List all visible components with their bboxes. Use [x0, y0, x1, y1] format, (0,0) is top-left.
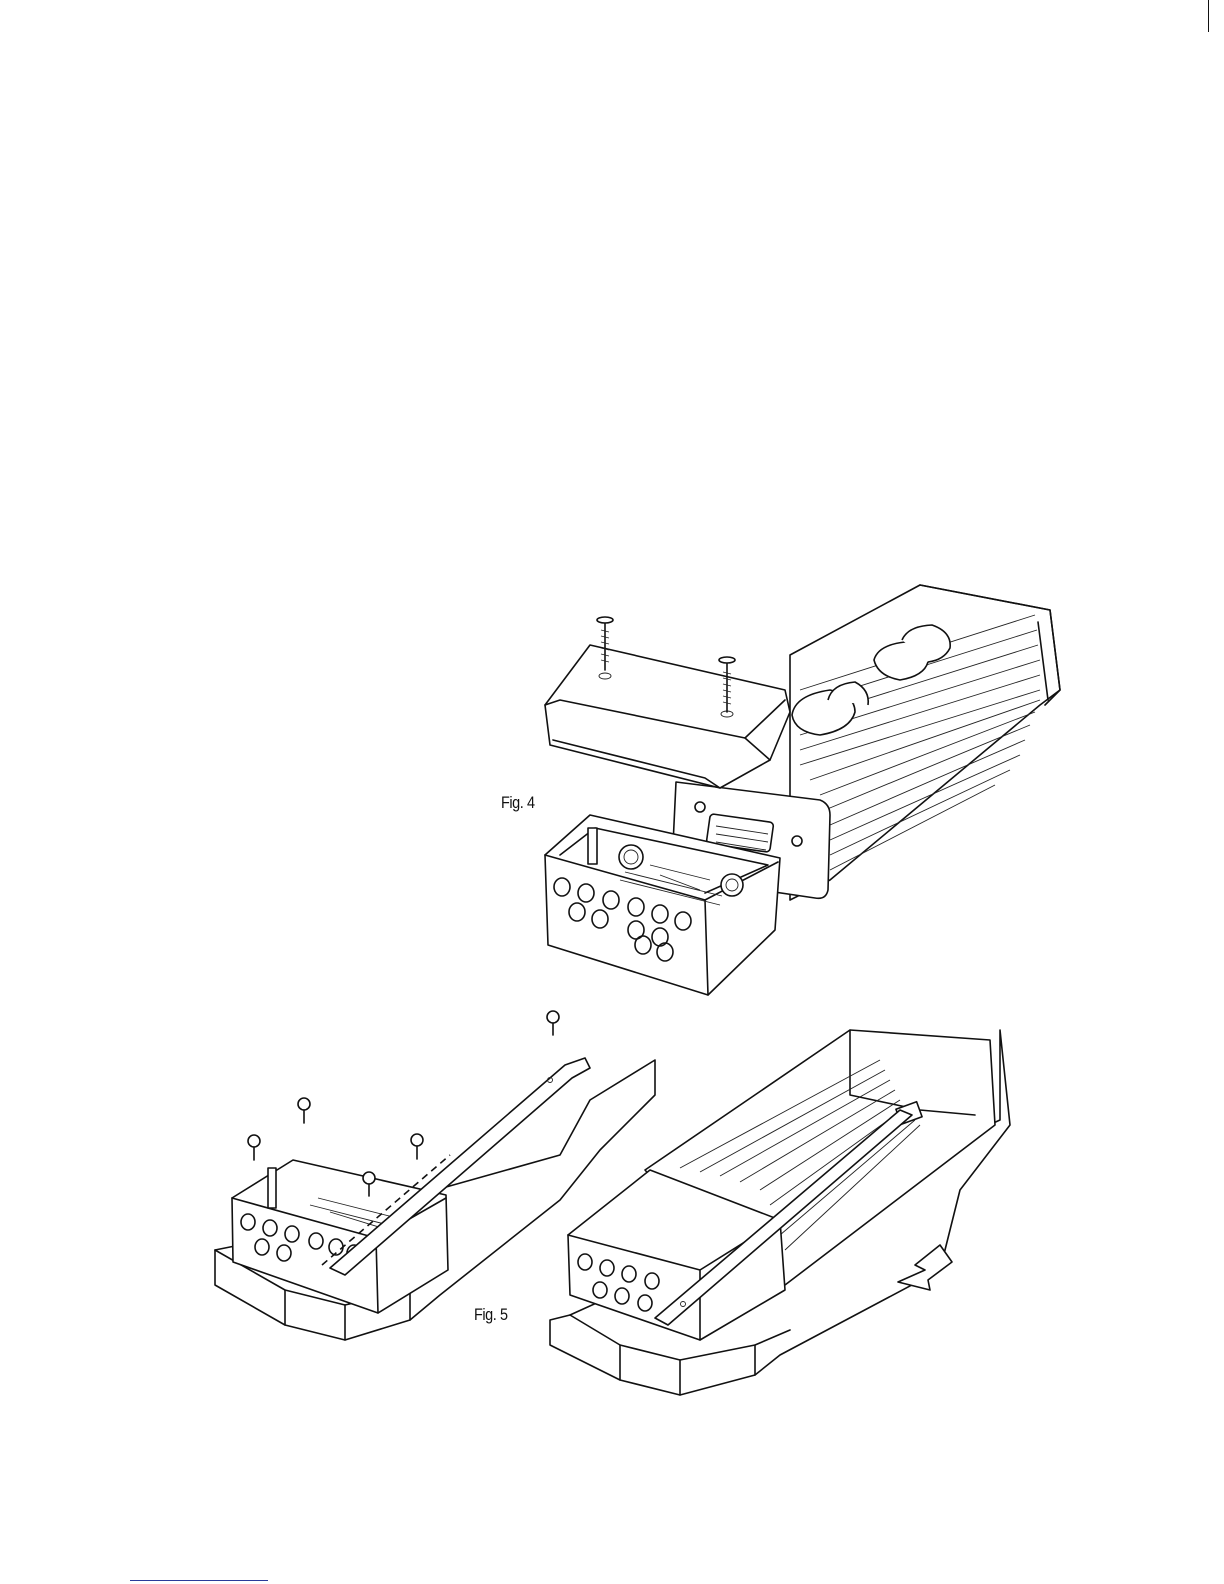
- fig5-label: Fig. 5: [474, 1305, 508, 1325]
- footer-rule: [130, 1580, 268, 1581]
- fig4-label: Fig. 4: [501, 793, 535, 813]
